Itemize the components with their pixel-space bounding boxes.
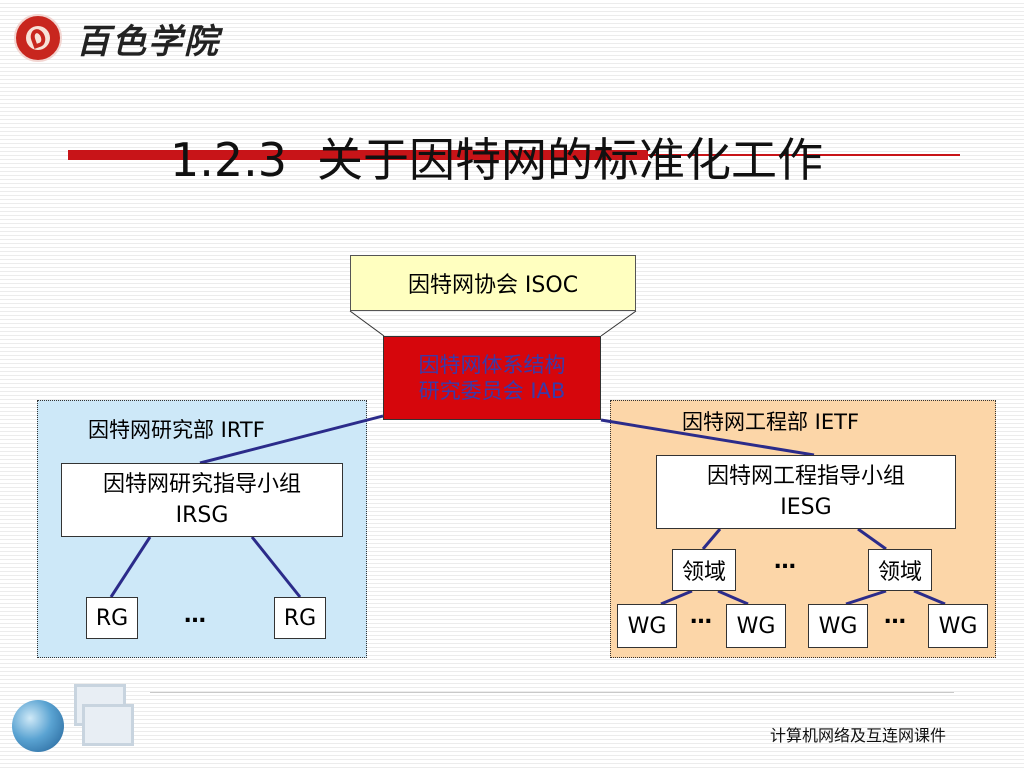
irtf-label: 因特网研究部 IRTF: [88, 418, 265, 442]
wg-label-4: WG: [938, 613, 978, 639]
college-seal-logo: [14, 14, 62, 62]
iesg-domain-left-connector: [701, 528, 722, 550]
iab-label-line2: 研究委员会 IAB: [418, 379, 566, 403]
wg-box-1: WG: [617, 604, 677, 648]
domain-box-left: 领域: [672, 549, 736, 591]
iab-label-line1: 因特网体系结构: [418, 353, 566, 377]
iesg-label-line1: 因特网工程指导小组: [706, 464, 905, 489]
wg-box-2: WG: [726, 604, 786, 648]
iesg-box: 因特网工程指导小组 IESG: [656, 455, 956, 529]
iab-box: 因特网体系结构 研究委员会 IAB: [383, 336, 601, 420]
domain-ellipsis: …: [774, 549, 796, 574]
domain-label-right: 领域: [877, 560, 922, 585]
wg-ellipsis-right: …: [884, 604, 906, 629]
isoc-iab-connector-left: [349, 310, 385, 337]
irsg-rg-right-connector: [250, 536, 302, 598]
rg-ellipsis: …: [184, 603, 206, 628]
domain-right-wg3-connector: [845, 589, 887, 606]
globe-icon: [12, 700, 64, 752]
iesg-domain-right-connector: [857, 527, 887, 551]
wg-label-3: WG: [818, 613, 858, 639]
domain-box-right: 领域: [868, 549, 932, 591]
domain-left-wg2-connector: [717, 589, 749, 606]
irsg-box: 因特网研究指导小组 IRSG: [61, 463, 343, 537]
iab-ietf-connector: [600, 418, 815, 457]
irsg-rg-left-connector: [109, 536, 152, 598]
rg-label-left: RG: [95, 605, 129, 631]
rg-label-right: RG: [283, 605, 317, 631]
irsg-label-line1: 因特网研究指导小组: [102, 472, 301, 497]
wg-label-2: WG: [736, 613, 776, 639]
ietf-label: 因特网工程部 IETF: [682, 410, 860, 434]
wg-ellipsis-left: …: [690, 604, 712, 629]
title-text: 关于因特网的标准化工作: [317, 133, 824, 187]
domain-label-left: 领域: [681, 560, 726, 585]
isoc-label: 因特网协会 ISOC: [407, 273, 579, 298]
rg-box-left: RG: [86, 597, 138, 639]
domain-right-wg4-connector: [913, 589, 946, 606]
course-footer: 计算机网络及互连网课件: [770, 726, 947, 745]
wg-label-1: WG: [627, 613, 667, 639]
iab-irtf-connector: [199, 414, 384, 465]
rg-box-right: RG: [274, 597, 326, 639]
isoc-iab-connector-right: [600, 310, 637, 337]
title-number: 1.2.3: [170, 133, 288, 187]
domain-left-wg1-connector: [660, 589, 693, 606]
irsg-label-line2: IRSG: [175, 503, 229, 528]
wg-box-3: WG: [808, 604, 868, 648]
footer-divider: [150, 692, 954, 693]
isoc-box: 因特网协会 ISOC: [350, 255, 636, 311]
college-name-logo: 百色学院: [76, 22, 220, 62]
title-underline: [68, 150, 960, 160]
iesg-label-line2: IESG: [780, 495, 832, 520]
slide-title: 1.2.3 关于因特网的标准化工作: [170, 124, 823, 190]
wg-box-4: WG: [928, 604, 988, 648]
screen-icon: [82, 704, 134, 746]
